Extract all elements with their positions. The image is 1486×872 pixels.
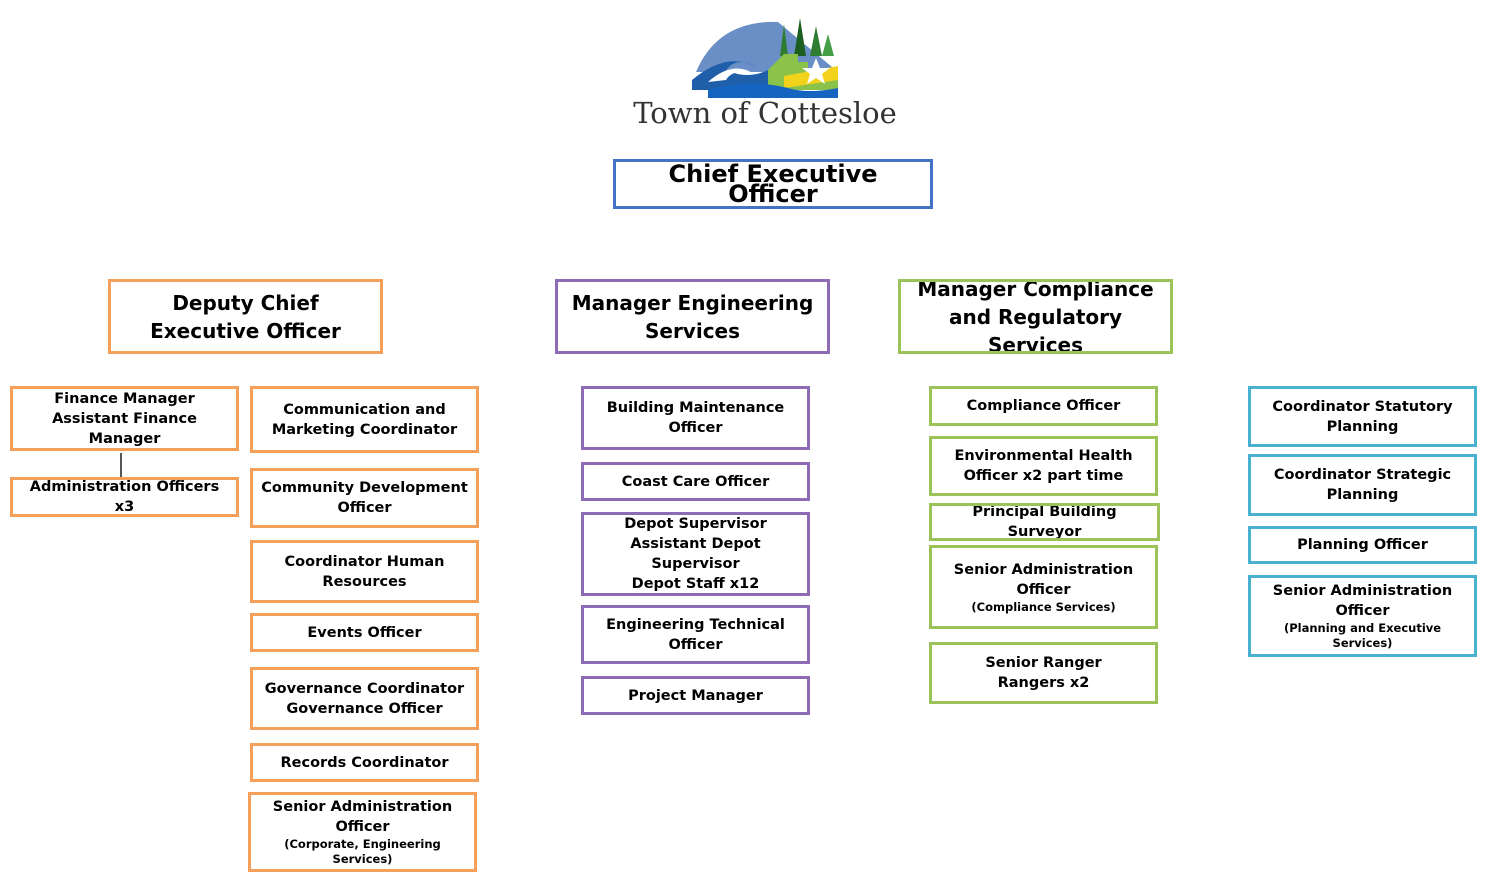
role-title: Principal Building Surveyor bbox=[972, 504, 1117, 540]
role-line: Senior Ranger bbox=[985, 655, 1102, 671]
role-note: (Compliance Services) bbox=[971, 599, 1116, 614]
role-title: Community Development Officer bbox=[261, 480, 468, 516]
role-line: Rangers x2 bbox=[997, 675, 1090, 691]
role-title: Planning Officer bbox=[1297, 537, 1428, 553]
strategic-planning-box: Coordinator Strategic Planning bbox=[1248, 454, 1477, 516]
manager-engineering-title: Manager Engineering Services bbox=[571, 290, 814, 343]
coast-care-box: Coast Care Officer bbox=[581, 462, 810, 501]
role-line: Finance Manager bbox=[54, 390, 195, 407]
role-title: Environmental Health Officer x2 part tim… bbox=[954, 448, 1133, 484]
role-title: Events Officer bbox=[307, 624, 422, 641]
admin-officers-box: Administration Officers x3 bbox=[10, 477, 239, 517]
role-title: Senior Administration Officer bbox=[272, 799, 453, 835]
role-title: Coast Care Officer bbox=[621, 473, 770, 490]
senior-admin-planning-box: Senior Administration Officer (Planning … bbox=[1248, 575, 1477, 657]
building-maintenance-box: Building Maintenance Officer bbox=[581, 386, 810, 450]
role-line: Depot Staff x12 bbox=[631, 576, 760, 592]
statutory-planning-box: Coordinator Statutory Planning bbox=[1248, 386, 1477, 447]
deputy-ceo-title: Deputy Chief Executive Officer bbox=[150, 290, 341, 343]
engineering-technical-box: Engineering Technical Officer bbox=[581, 605, 810, 664]
role-line: Assistant Finance Manager bbox=[52, 410, 197, 447]
events-box: Events Officer bbox=[250, 613, 479, 652]
manager-compliance-box: Manager Compliance and Regulatory Servic… bbox=[898, 279, 1173, 354]
planning-officer-box: Planning Officer bbox=[1248, 526, 1477, 564]
role-title: Project Manager bbox=[628, 687, 763, 704]
senior-admin-corporate-box: Senior Administration Officer (Corporate… bbox=[248, 792, 477, 872]
role-title: Communication and Marketing Coordinator bbox=[271, 401, 458, 438]
role-title: Administration Officers x3 bbox=[29, 479, 220, 515]
comms-box: Communication and Marketing Coordinator bbox=[250, 386, 479, 453]
role-line: Depot Supervisor bbox=[624, 516, 767, 532]
role-title: Records Coordinator bbox=[280, 754, 449, 771]
deputy-ceo-box: Deputy Chief Executive Officer bbox=[108, 279, 383, 354]
compliance-officer-box: Compliance Officer bbox=[929, 386, 1158, 426]
role-title: Coordinator Human Resources bbox=[284, 553, 445, 590]
rangers-box: Senior Ranger Rangers x2 bbox=[929, 642, 1158, 704]
depot-box: Depot Supervisor Assistant Depot Supervi… bbox=[581, 512, 810, 596]
manager-engineering-box: Manager Engineering Services bbox=[555, 279, 830, 354]
role-title: Senior Administration Officer bbox=[1272, 583, 1453, 619]
role-title: Building Maintenance Officer bbox=[606, 400, 785, 436]
connector-line bbox=[120, 453, 122, 477]
role-line: Assistant Depot Supervisor bbox=[630, 536, 761, 572]
role-title: Senior Administration Officer bbox=[953, 561, 1134, 598]
records-box: Records Coordinator bbox=[250, 743, 479, 782]
governance-box: Governance Coordinator Governance Office… bbox=[250, 667, 479, 730]
role-title: Coordinator Statutory Planning bbox=[1272, 398, 1453, 435]
ceo-title: Chief Executive Officer bbox=[668, 160, 878, 208]
role-title: Engineering Technical Officer bbox=[606, 616, 785, 653]
environmental-health-box: Environmental Health Officer x2 part tim… bbox=[929, 436, 1158, 496]
town-of-cottesloe-logo-icon bbox=[692, 18, 838, 98]
senior-admin-compliance-box: Senior Administration Officer (Complianc… bbox=[929, 545, 1158, 629]
ceo-box: Chief Executive Officer bbox=[613, 159, 933, 209]
finance-box: Finance Manager Assistant Finance Manage… bbox=[10, 386, 239, 451]
building-surveyor-box: Principal Building Surveyor bbox=[929, 503, 1160, 541]
role-title: Compliance Officer bbox=[966, 398, 1121, 414]
role-line: Governance Officer bbox=[286, 700, 443, 717]
role-note: (Corporate, Engineering Services) bbox=[284, 837, 441, 866]
manager-compliance-title: Manager Compliance and Regulatory Servic… bbox=[917, 279, 1154, 354]
org-name: Town of Cottesloe bbox=[633, 96, 897, 130]
hr-box: Coordinator Human Resources bbox=[250, 540, 479, 603]
community-dev-box: Community Development Officer bbox=[250, 468, 479, 528]
role-note: (Planning and Executive Services) bbox=[1283, 621, 1442, 650]
role-title: Coordinator Strategic Planning bbox=[1273, 467, 1452, 503]
project-manager-box: Project Manager bbox=[581, 676, 810, 715]
role-line: Governance Coordinator bbox=[264, 680, 465, 697]
